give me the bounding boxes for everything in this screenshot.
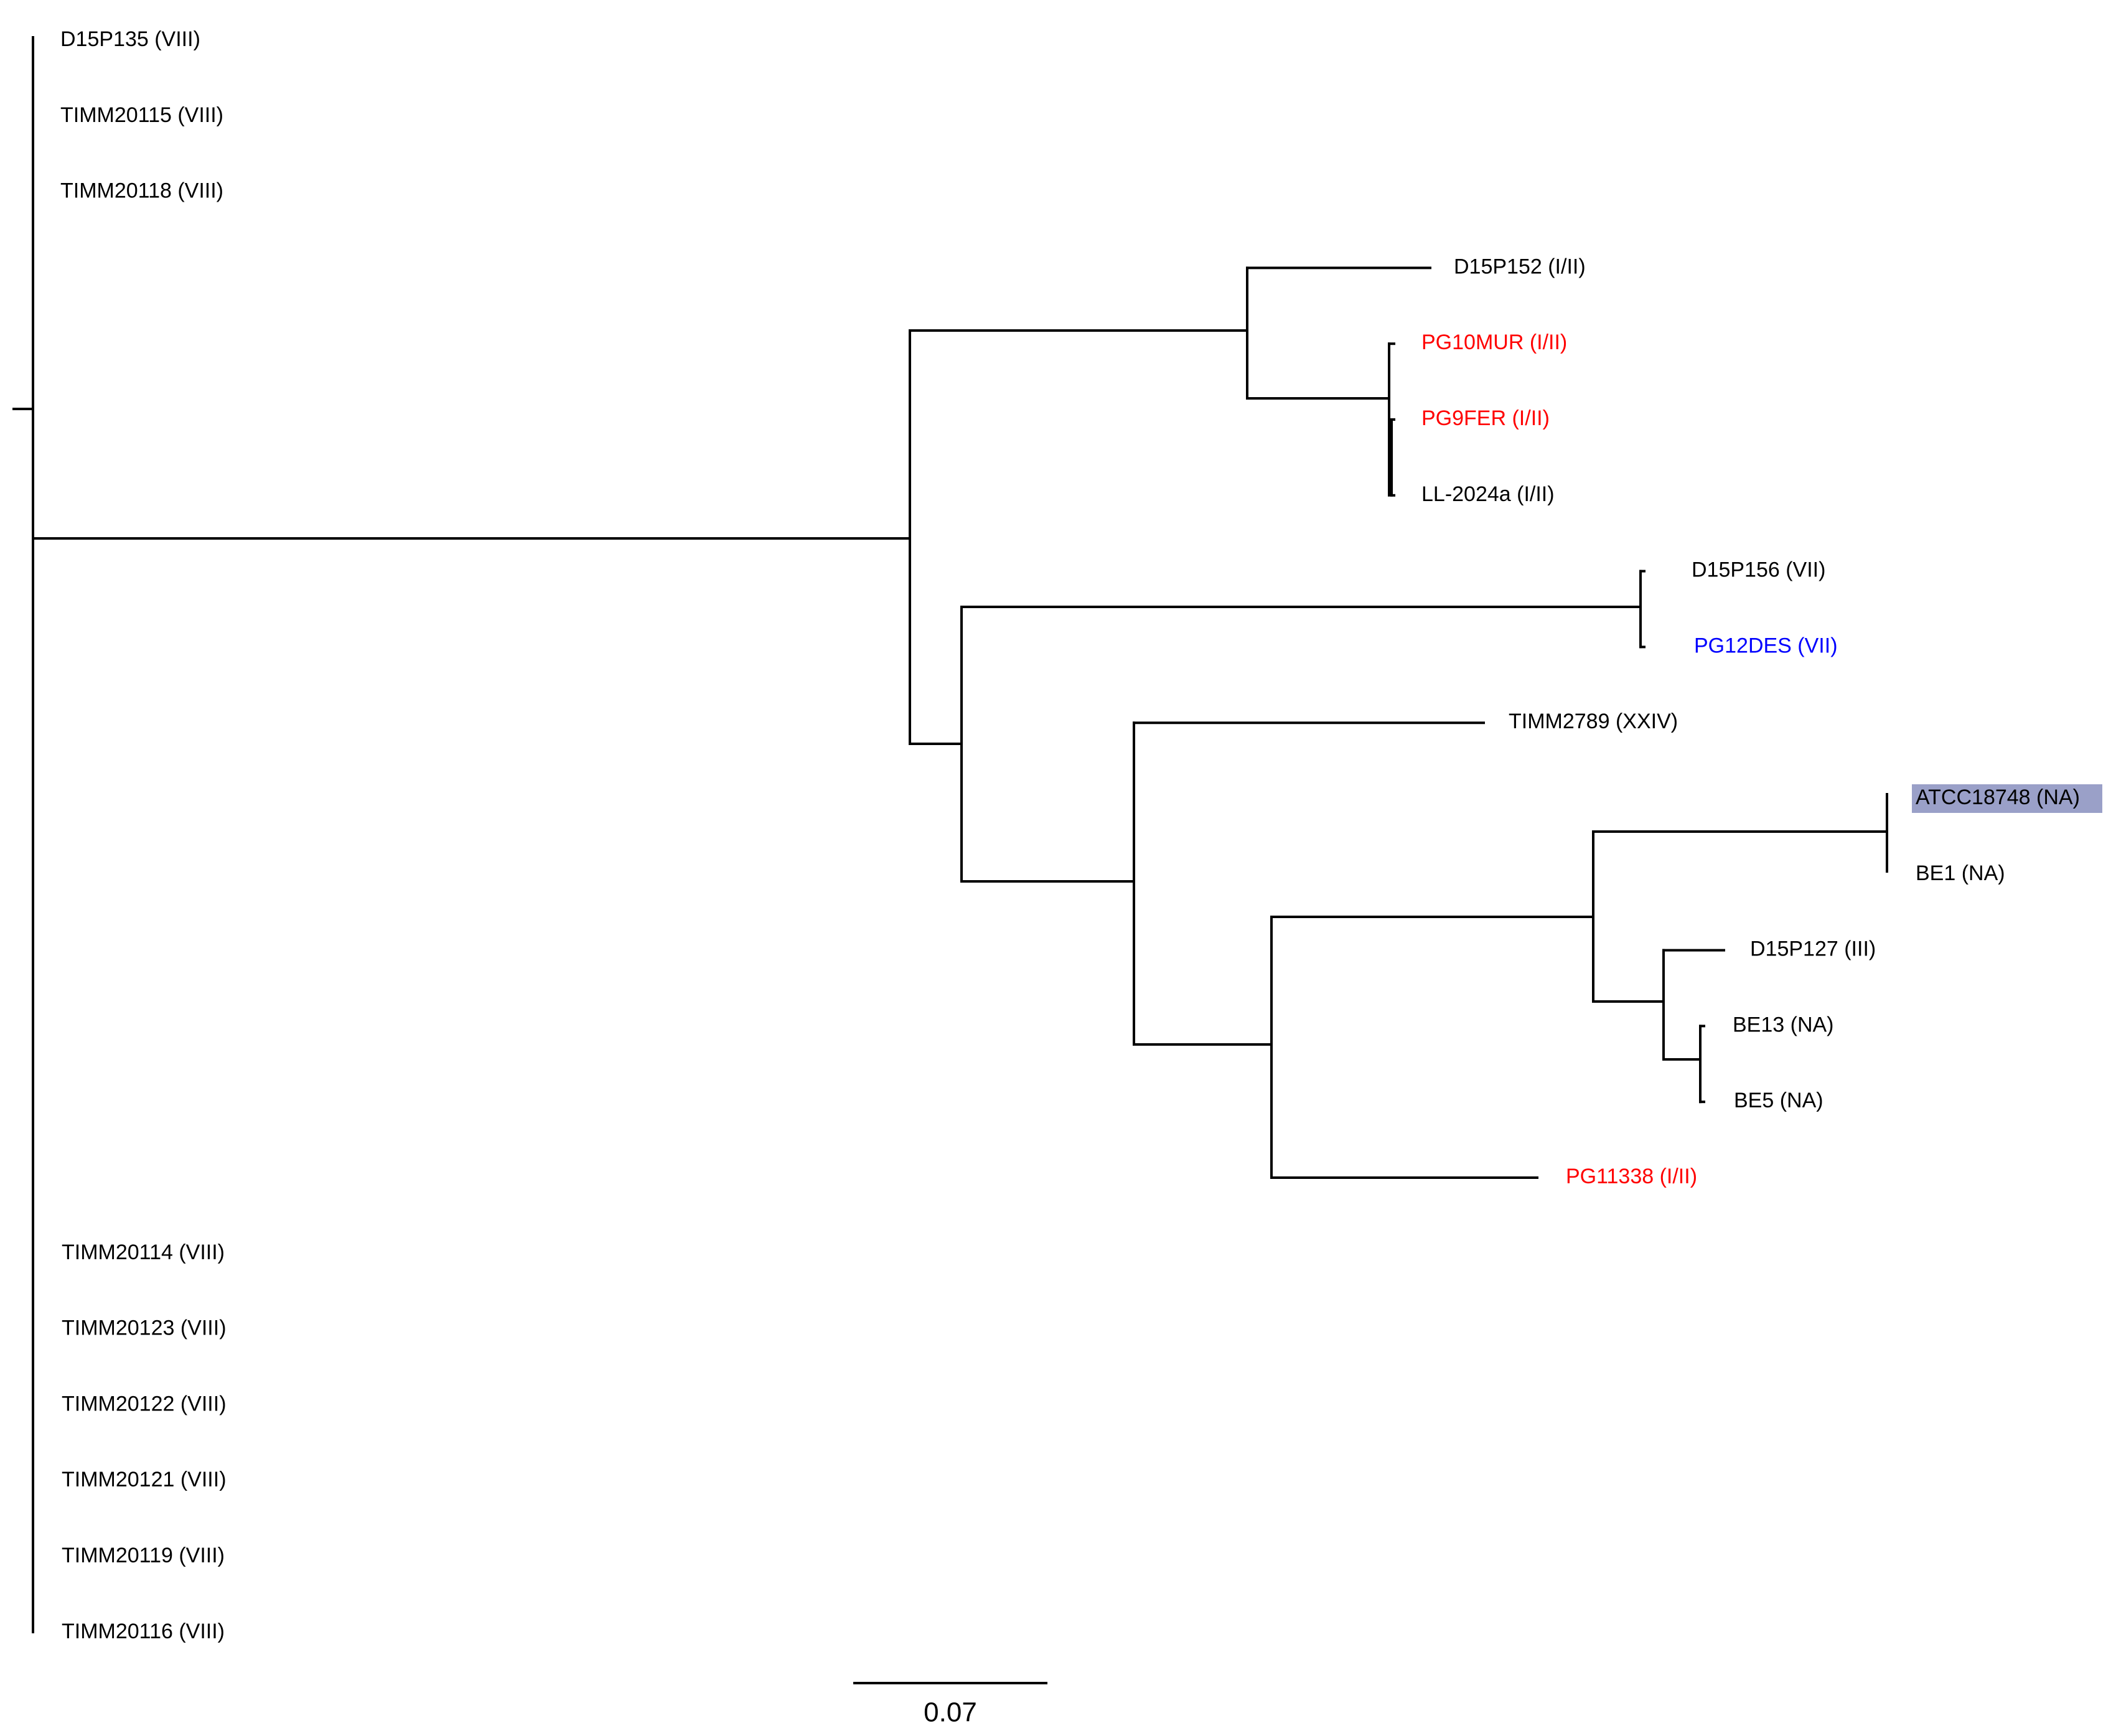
taxon-label-t1: D15P135 (VIII)	[60, 27, 200, 51]
taxon-label-t12: BE1 (NA)	[1916, 861, 2005, 885]
taxon-label-t20: TIMM20121 (VIII)	[62, 1468, 227, 1491]
taxon-label-t16: PG11338 (I/II)	[1566, 1165, 1697, 1188]
taxon-labels: D15P135 (VIII) TIMM20115 (VIII) TIMM20118 …	[60, 27, 2102, 1643]
taxon-label-t17: TIMM20114 (VIII)	[62, 1241, 225, 1264]
taxon-label-t9: PG12DES (VII)	[1694, 634, 1838, 657]
label-highlight	[1912, 784, 2102, 813]
taxon-label-t19: TIMM20122 (VIII)	[62, 1392, 227, 1415]
taxon-label-t15: BE5 (NA)	[1734, 1089, 1823, 1112]
taxon-label-t10: TIMM2789 (XXIV)	[1509, 710, 1678, 733]
taxon-label-t18: TIMM20123 (VIII)	[62, 1316, 227, 1340]
taxon-label-t3: TIMM20118 (VIII)	[60, 179, 223, 203]
taxon-label-t21: TIMM20119 (VIII)	[62, 1544, 225, 1567]
taxon-label-t8: D15P156 (VII)	[1692, 558, 1825, 582]
tree-branches	[12, 36, 1888, 1633]
taxon-label-t5: PG10MUR (I/II)	[1421, 331, 1567, 354]
scale-bar: 0.07	[853, 1682, 1047, 1728]
scale-bar-label: 0.07	[924, 1697, 977, 1728]
taxon-label-t4: D15P152 (I/II)	[1454, 255, 1586, 278]
taxon-label-t6: PG9FER (I/II)	[1421, 406, 1550, 430]
taxon-label-t7: LL-2024a (I/II)	[1421, 482, 1555, 506]
taxon-label-t2: TIMM20115 (VIII)	[60, 103, 223, 127]
taxon-label-t13: D15P127 (III)	[1750, 937, 1876, 961]
taxon-label-t22: TIMM20116 (VIII)	[62, 1620, 225, 1643]
taxon-label-t14: BE13 (NA)	[1733, 1013, 1834, 1036]
taxon-label-t11: ATCC18748 (NA)	[1916, 786, 2080, 809]
